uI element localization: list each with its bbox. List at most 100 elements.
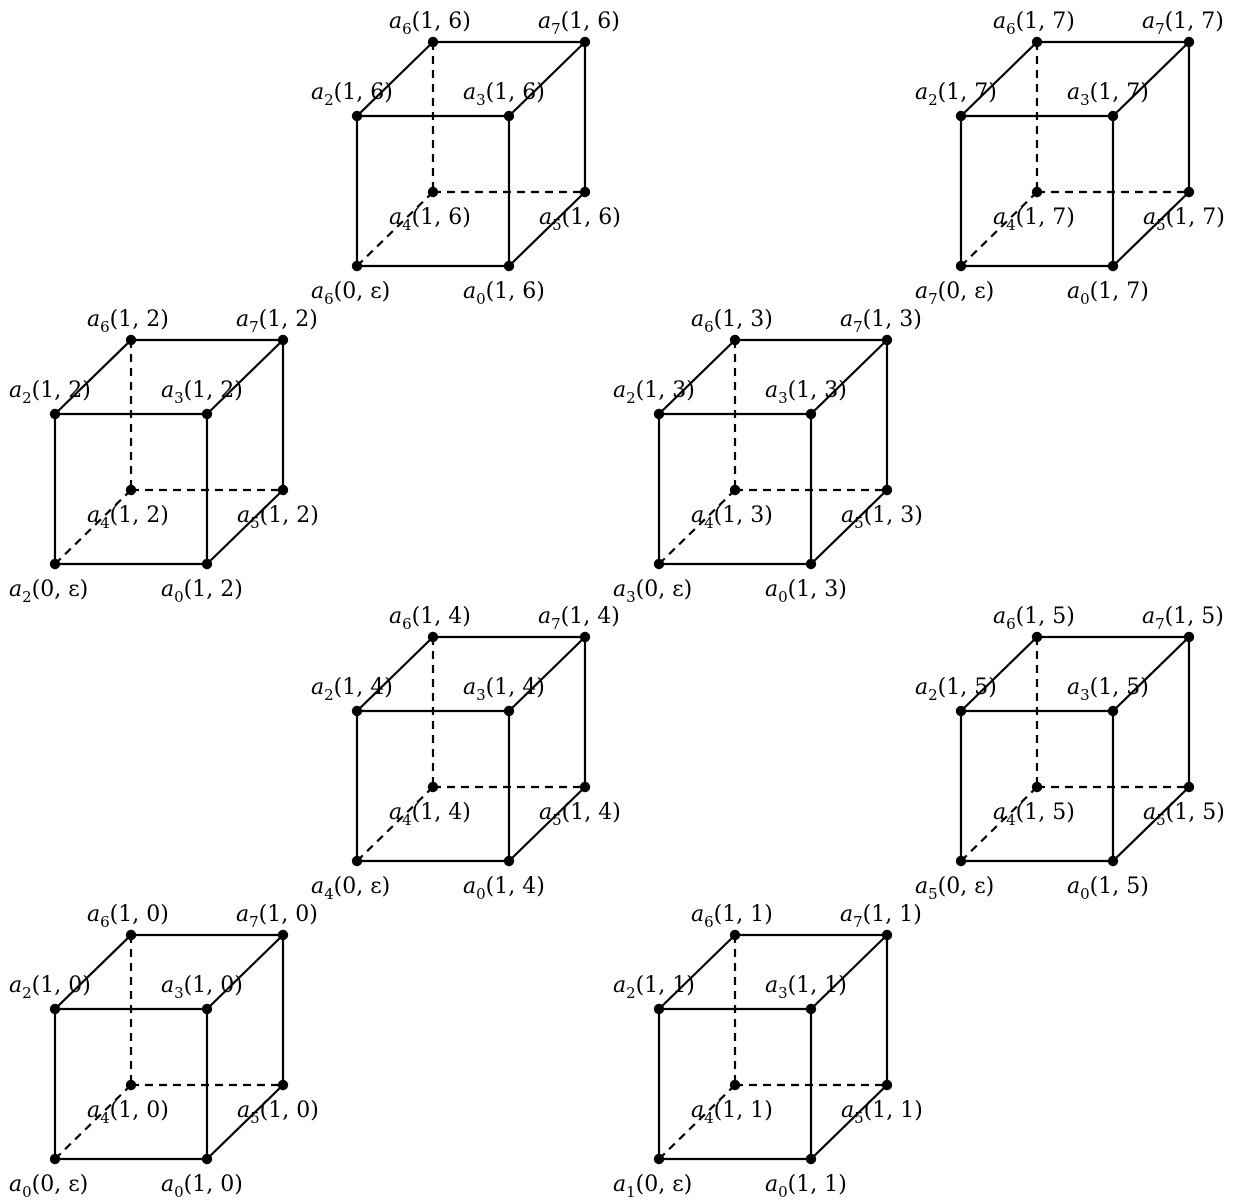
vertex-label-bottom-back-right: a5(1, 3) xyxy=(841,503,923,532)
vertex-top-front-left xyxy=(955,705,967,717)
vertex-label-top-back-right: a7(1, 0) xyxy=(236,902,318,931)
edge-bottom-right xyxy=(1112,191,1190,267)
vertex-top-back-left xyxy=(729,334,741,346)
vertex-label-bottom-back-right: a5(1, 1) xyxy=(841,1098,923,1127)
vertex-label-top-front-right: a3(1, 7) xyxy=(1067,80,1149,109)
vertex-top-back-left xyxy=(125,929,137,941)
vertex-label-bottom-front-right: a0(1, 3) xyxy=(765,577,847,606)
edge-bottom-right xyxy=(810,489,888,565)
vertex-top-back-right xyxy=(881,929,893,941)
vertex-top-front-left xyxy=(351,705,363,717)
vertex-label-bottom-back-left: a4(1, 4) xyxy=(389,800,471,829)
vertex-top-back-left xyxy=(125,334,137,346)
edge-top-left xyxy=(356,41,434,117)
vertex-label-bottom-front-left: a0(0, ε) xyxy=(9,1172,88,1201)
vertex-label-top-back-left: a6(1, 3) xyxy=(691,307,773,336)
edge-hidden-left xyxy=(658,489,736,565)
vertex-top-front-left xyxy=(49,408,61,420)
vertex-label-top-front-left: a2(1, 5) xyxy=(915,675,997,704)
cube-7: a6(1, 7)a7(1, 7)a2(1, 7)a3(1, 7)a4(1, 7)… xyxy=(915,9,1225,308)
vertex-label-top-back-right: a7(1, 3) xyxy=(840,307,922,336)
vertex-label-top-front-left: a2(1, 0) xyxy=(9,973,91,1002)
vertex-label-top-back-left: a6(1, 5) xyxy=(993,604,1075,633)
vertex-bottom-back-left xyxy=(427,186,439,198)
vertex-label-top-front-left: a2(1, 3) xyxy=(613,378,695,407)
vertex-top-back-right xyxy=(1183,631,1195,643)
vertex-bottom-back-left xyxy=(1031,781,1043,793)
edge-top-left xyxy=(658,934,736,1010)
vertex-bottom-front-left xyxy=(955,260,967,272)
vertex-label-top-back-left: a6(1, 1) xyxy=(691,902,773,931)
edge-top-right xyxy=(508,41,586,117)
vertex-label-bottom-front-right: a0(1, 1) xyxy=(765,1172,847,1201)
edge-top-right xyxy=(1112,636,1190,712)
vertex-label-top-back-left: a6(1, 7) xyxy=(993,9,1075,38)
vertex-top-front-left xyxy=(955,110,967,122)
vertex-bottom-back-right xyxy=(1183,781,1195,793)
edge-hidden-left xyxy=(54,489,132,565)
vertex-label-top-front-right: a3(1, 3) xyxy=(765,378,847,407)
vertex-bottom-back-right xyxy=(881,1079,893,1091)
vertex-label-bottom-front-right: a0(1, 4) xyxy=(463,874,545,903)
edge-top-right xyxy=(810,934,888,1010)
vertex-top-back-right xyxy=(277,334,289,346)
vertex-top-back-left xyxy=(427,631,439,643)
vertex-bottom-front-right xyxy=(805,558,817,570)
vertex-label-top-back-right: a7(1, 6) xyxy=(538,9,620,38)
edge-bottom-right xyxy=(206,489,284,565)
edge-top-right xyxy=(206,339,284,415)
edge-bottom-right xyxy=(508,786,586,862)
edge-top-left xyxy=(658,339,736,415)
edge-top-right xyxy=(508,636,586,712)
vertex-label-bottom-back-left: a4(1, 5) xyxy=(993,800,1075,829)
vertex-label-top-front-right: a3(1, 0) xyxy=(161,973,243,1002)
vertex-top-front-left xyxy=(653,1003,665,1015)
vertex-top-front-right xyxy=(805,1003,817,1015)
vertex-label-top-front-right: a3(1, 6) xyxy=(463,80,545,109)
vertex-bottom-back-left xyxy=(125,1079,137,1091)
vertex-bottom-front-left xyxy=(49,558,61,570)
vertex-label-bottom-back-right: a5(1, 2) xyxy=(237,503,319,532)
vertex-bottom-front-left xyxy=(351,260,363,272)
vertex-top-back-right xyxy=(277,929,289,941)
vertex-label-top-front-left: a2(1, 2) xyxy=(9,378,91,407)
vertex-top-front-right xyxy=(201,1003,213,1015)
edge-top-right xyxy=(1112,41,1190,117)
vertex-bottom-back-right xyxy=(277,484,289,496)
vertex-bottom-front-left xyxy=(653,558,665,570)
edge-top-left xyxy=(960,41,1038,117)
edge-hidden-left xyxy=(960,786,1038,862)
edge-hidden-left xyxy=(960,191,1038,267)
vertex-bottom-front-left xyxy=(955,855,967,867)
vertex-label-bottom-back-left: a4(1, 0) xyxy=(87,1098,169,1127)
vertex-label-top-back-right: a7(1, 4) xyxy=(538,604,620,633)
edge-bottom-right xyxy=(206,1084,284,1160)
vertex-label-top-back-right: a7(1, 5) xyxy=(1142,604,1224,633)
vertex-top-front-left xyxy=(653,408,665,420)
vertex-bottom-front-right xyxy=(1107,260,1119,272)
edge-hidden-left xyxy=(54,1084,132,1160)
vertex-label-top-front-right: a3(1, 4) xyxy=(463,675,545,704)
vertex-bottom-front-right xyxy=(201,558,213,570)
vertex-bottom-front-right xyxy=(201,1153,213,1165)
vertex-top-front-left xyxy=(49,1003,61,1015)
vertex-top-back-left xyxy=(1031,631,1043,643)
vertex-label-top-front-left: a2(1, 4) xyxy=(311,675,393,704)
vertex-label-top-front-left: a2(1, 6) xyxy=(311,80,393,109)
cube-6: a6(1, 6)a7(1, 6)a2(1, 6)a3(1, 6)a4(1, 6)… xyxy=(311,9,621,308)
vertex-top-back-right xyxy=(1183,36,1195,48)
vertex-bottom-back-right xyxy=(277,1079,289,1091)
vertex-label-bottom-back-left: a4(1, 1) xyxy=(691,1098,773,1127)
vertex-label-bottom-back-left: a4(1, 7) xyxy=(993,205,1075,234)
vertex-bottom-back-left xyxy=(1031,186,1043,198)
vertex-bottom-back-left xyxy=(729,484,741,496)
vertex-label-bottom-back-right: a5(1, 0) xyxy=(237,1098,319,1127)
vertex-top-front-right xyxy=(503,110,515,122)
vertex-bottom-back-right xyxy=(579,781,591,793)
edge-hidden-left xyxy=(356,786,434,862)
vertex-label-bottom-front-left: a7(0, ε) xyxy=(915,279,994,308)
vertex-label-bottom-back-left: a4(1, 2) xyxy=(87,503,169,532)
edge-top-left xyxy=(356,636,434,712)
vertex-bottom-back-left xyxy=(125,484,137,496)
vertex-bottom-back-left xyxy=(729,1079,741,1091)
